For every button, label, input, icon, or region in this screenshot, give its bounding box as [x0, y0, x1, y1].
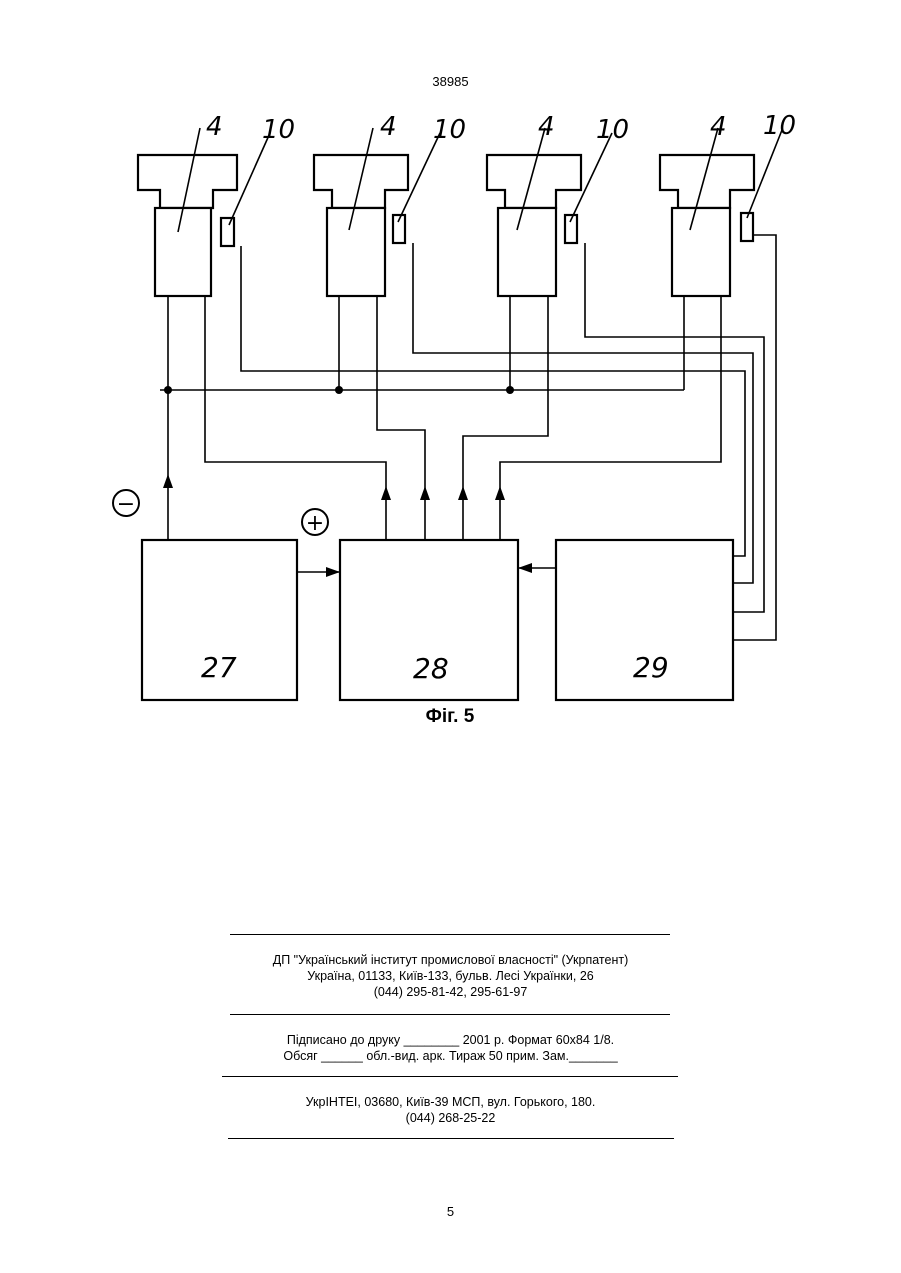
printer-line-2: (044) 268-25-22: [0, 1110, 901, 1126]
actuator-unit-1: [138, 155, 237, 296]
label-sensor-1: 10: [262, 115, 295, 145]
printer-info: УкрІНТЕІ, 03680, Київ-39 МСП, вул. Горьк…: [0, 1094, 901, 1126]
label-sensor-3: 10: [596, 115, 629, 145]
label-unit-3: 4: [538, 112, 555, 142]
actuator-unit-3: [487, 155, 581, 296]
label-sensor-4: 10: [763, 111, 796, 141]
label-unit-1: 4: [206, 112, 223, 142]
minus-polarity-marker: −: [113, 490, 139, 517]
label-block-27: 27: [201, 651, 237, 684]
divider: [222, 1076, 678, 1077]
figure-caption: Фіг. 5: [426, 706, 475, 727]
svg-text:+: +: [306, 511, 324, 536]
divider: [230, 934, 670, 935]
publisher-info: ДП "Український інститут промислової вла…: [0, 952, 901, 1000]
figure-5-diagram: 4 10 4 10 4 10 4 10: [0, 0, 901, 740]
divider: [230, 1014, 670, 1015]
publisher-line-3: (044) 295-81-42, 295-61-97: [0, 984, 901, 1000]
publisher-line-2: Україна, 01133, Київ-133, бульв. Лесі Ук…: [0, 968, 901, 984]
printer-line-1: УкрІНТЕІ, 03680, Київ-39 МСП, вул. Горьк…: [0, 1094, 901, 1110]
publisher-line-1: ДП "Український інститут промислової вла…: [0, 952, 901, 968]
page-number: 5: [0, 1204, 901, 1219]
plus-polarity-marker: +: [302, 509, 328, 536]
label-block-29: 29: [633, 651, 669, 684]
actuator-unit-4: [660, 155, 754, 296]
label-unit-2: 4: [380, 112, 397, 142]
power-lines: [205, 296, 721, 540]
volume-line: Обсяг ______ обл.-вид. арк. Тираж 50 при…: [0, 1048, 901, 1064]
label-unit-4: 4: [710, 112, 727, 142]
svg-text:−: −: [117, 492, 135, 517]
divider: [228, 1138, 674, 1139]
signed-line: Підписано до друку ________ 2001 р. Форм…: [0, 1032, 901, 1048]
label-block-28: 28: [413, 652, 449, 685]
negative-bus: [160, 296, 684, 540]
print-details: Підписано до друку ________ 2001 р. Форм…: [0, 1032, 901, 1064]
label-sensor-2: 10: [433, 115, 466, 145]
